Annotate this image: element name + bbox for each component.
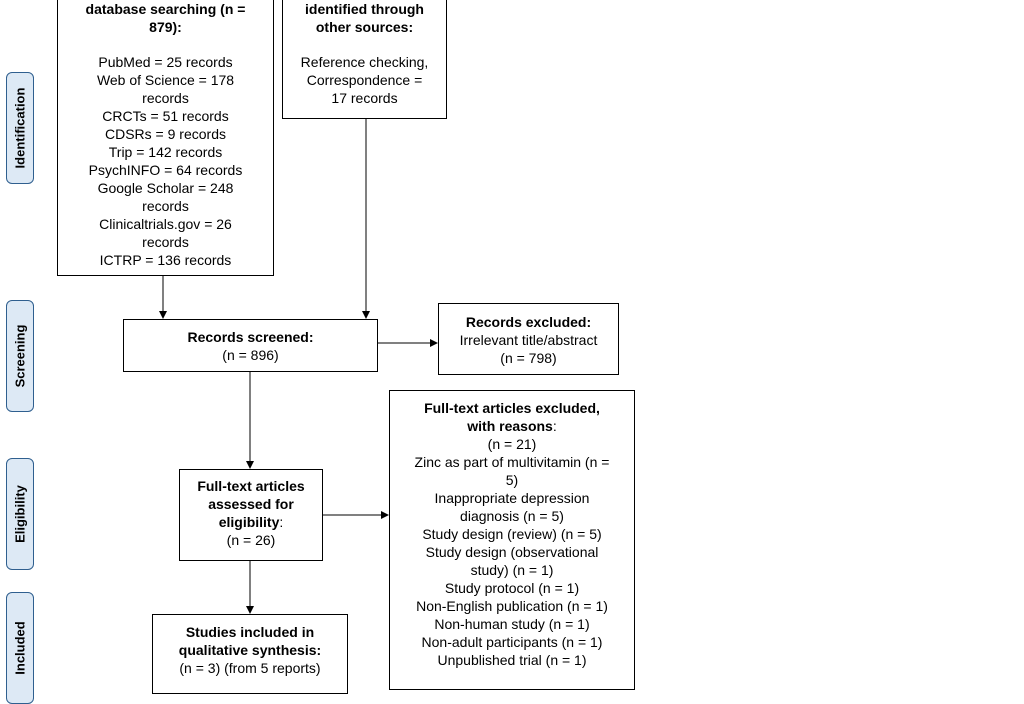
included-title-2: qualitative synthesis:	[178, 642, 322, 658]
phase-screening: Screening	[6, 300, 34, 412]
db-line: PsychINFO = 64 records	[88, 162, 243, 178]
db-line: records	[142, 198, 189, 214]
excluded-reason-line: Study protocol (n = 1)	[444, 580, 580, 596]
fulltext-excluded-title-2-line: with reasons:	[390, 417, 634, 435]
db-line: Web of Science = 178	[96, 72, 235, 88]
db-line: PubMed = 25 records	[98, 54, 233, 70]
db-line: ICTRP = 136 records	[99, 252, 232, 268]
db-line: records	[142, 234, 189, 250]
excluded-reason-line: Zinc as part of multivitamin (n =	[414, 454, 610, 470]
database-search-title-2: 879):	[149, 19, 182, 35]
db-line: Clinicaltrials.gov = 26	[99, 216, 232, 232]
db-line: Trip = 142 records	[108, 144, 223, 160]
excluded-reason-line: Non-English publication (n = 1)	[416, 598, 608, 614]
db-line: CRCTs = 51 records	[102, 108, 229, 124]
excluded-reason-line: Non-human study (n = 1)	[434, 616, 590, 632]
phase-identification: Identification	[6, 72, 34, 184]
included-count: (n = 3) (from 5 reports)	[179, 660, 321, 676]
fulltext-excluded-title-2: with reasons	[467, 418, 553, 434]
records-screened-count: (n = 896)	[222, 347, 279, 363]
fulltext-title-1: Full-text articles	[197, 478, 305, 494]
other-sources-title-1: identified through	[305, 1, 424, 17]
excluded-reason-line: Unpublished trial (n = 1)	[437, 652, 587, 668]
excluded-reason-line: Study design (observational	[425, 544, 599, 560]
excluded-reason-line: Non-adult participants (n = 1)	[421, 634, 603, 650]
fulltext-excluded-title-1: Full-text articles excluded,	[424, 400, 600, 416]
included-title-1: Studies included in	[185, 624, 315, 640]
records-excluded-count: (n = 798)	[500, 350, 557, 366]
db-line: CDSRs = 9 records	[105, 126, 226, 142]
excluded-reason-line: Study design (review) (n = 5)	[422, 526, 602, 542]
phase-eligibility: Eligibility	[6, 458, 34, 570]
other-line: Correspondence =	[306, 72, 423, 88]
records-screened-title: Records screened:	[187, 329, 314, 345]
excluded-reason-line: Inappropriate depression	[434, 490, 590, 506]
fulltext-title-3-line: eligibility:	[180, 513, 322, 531]
other-line: Reference checking,	[300, 54, 429, 70]
other-sources-title-2: other sources:	[315, 19, 414, 35]
excluded-reason-line: study) (n = 1)	[470, 562, 554, 578]
excluded-reason-line: 5)	[505, 472, 519, 488]
fulltext-title-suffix: :	[279, 514, 284, 530]
records-excluded-reason: Irrelevant title/abstract	[459, 332, 598, 348]
database-search-title-1: database searching (n =	[85, 1, 246, 17]
fulltext-title-2: assessed for	[208, 496, 294, 512]
database-search-box: database searching (n = 879): PubMed = 2…	[57, 0, 274, 276]
flow-arrows	[159, 119, 438, 614]
other-sources-box: identified through other sources: Refere…	[282, 0, 447, 119]
fulltext-excluded-title-suffix: :	[552, 418, 557, 434]
fulltext-assessed-box: Full-text articles assessed for eligibil…	[179, 469, 323, 561]
db-line: records	[142, 90, 189, 106]
other-line: 17 records	[331, 90, 398, 106]
excluded-reason-line: diagnosis (n = 5)	[460, 508, 564, 524]
fulltext-count: (n = 26)	[226, 532, 276, 548]
records-screened-box: Records screened: (n = 896)	[123, 319, 378, 372]
excluded-reason-line: (n = 21)	[487, 436, 537, 452]
fulltext-title-3: eligibility	[218, 514, 280, 530]
records-excluded-title: Records excluded:	[465, 314, 592, 330]
db-line: Google Scholar = 248	[97, 180, 234, 196]
records-excluded-box: Records excluded: Irrelevant title/abstr…	[438, 303, 619, 375]
fulltext-excluded-box: Full-text articles excluded, with reason…	[389, 390, 635, 690]
